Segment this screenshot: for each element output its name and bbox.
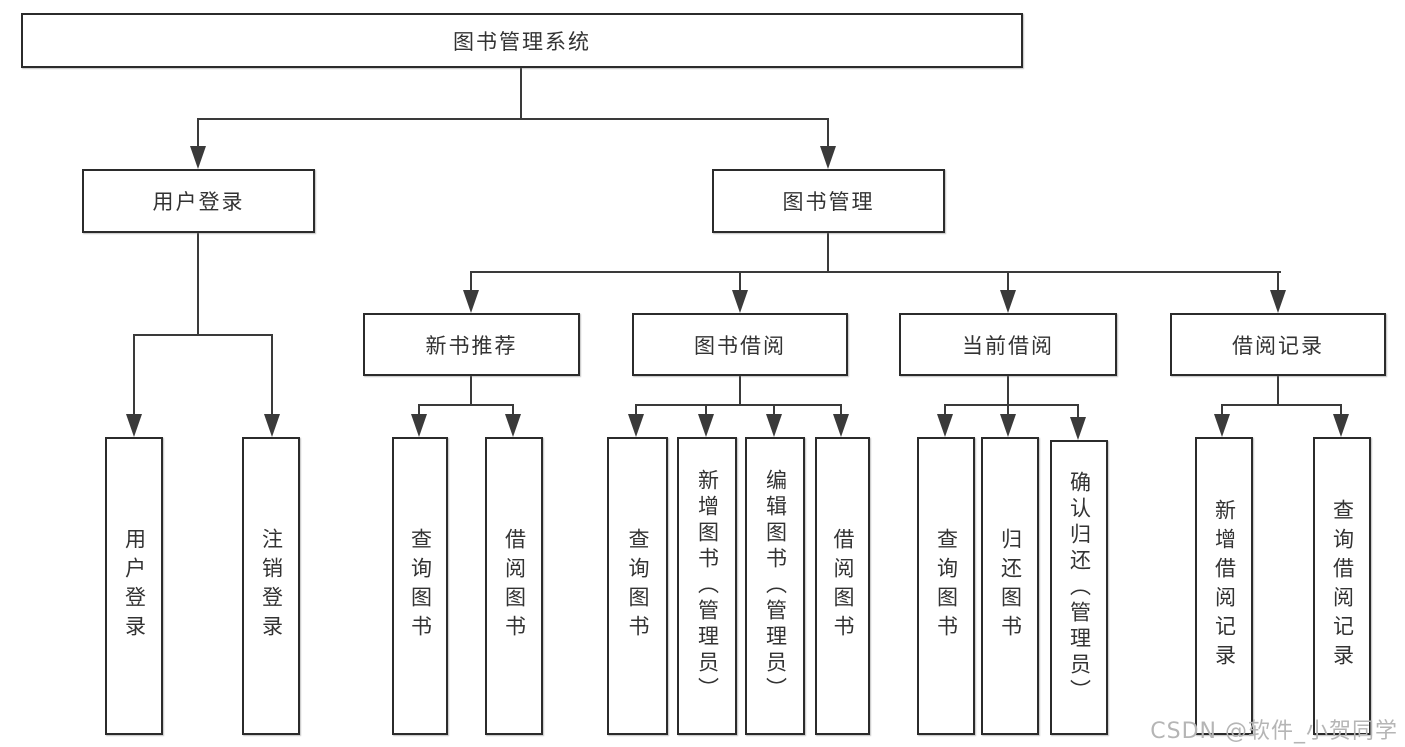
connector-root-stem [520, 68, 522, 119]
leaf-query-books-current: 查询图书 [917, 437, 975, 735]
arrow-down-icon [698, 414, 714, 437]
node-label: 图书管理系统 [453, 29, 591, 54]
connector-stem [197, 118, 199, 148]
csdn-watermark: CSDN @软件_小贺同学 [1150, 719, 1398, 744]
connector-level2-rail [197, 118, 829, 120]
node-label: 新增图书（管理员） [695, 469, 720, 703]
leaf-query-borrow-record: 查询借阅记录 [1313, 437, 1371, 735]
arrow-down-icon [628, 414, 644, 437]
connector-group-rail [944, 404, 1079, 406]
node-label: 借阅图书 [831, 528, 855, 644]
node-label: 编辑图书（管理员） [763, 469, 788, 703]
node-label: 查询借阅记录 [1330, 499, 1355, 673]
arrow-down-icon [766, 414, 782, 437]
arrow-down-icon [1270, 290, 1286, 313]
connector-book-mgmt-stem [827, 233, 829, 272]
connector-stem [635, 404, 637, 417]
node-label: 归还图书 [998, 528, 1023, 644]
connector-stem [944, 404, 946, 417]
connector-stem [133, 334, 135, 416]
node-new-book-recommendation: 新书推荐 [363, 313, 580, 376]
node-book-management: 图书管理 [712, 169, 945, 233]
node-label: 查询图书 [408, 528, 433, 644]
node-label: 新书推荐 [425, 333, 518, 358]
arrow-down-icon [732, 290, 748, 313]
connector-user-login-rail [133, 334, 273, 336]
connector-group-stem [1277, 376, 1279, 405]
connector-stem [1221, 404, 1223, 417]
arrow-down-icon [463, 290, 479, 313]
arrow-down-icon [820, 146, 836, 169]
connector-stem [1007, 271, 1009, 292]
arrow-down-icon [1214, 414, 1230, 437]
arrow-down-icon [411, 414, 427, 437]
connector-group-rail [418, 404, 514, 406]
node-label: 查询图书 [934, 528, 959, 644]
node-book-borrowing: 图书借阅 [632, 313, 848, 376]
node-label: 新增借阅记录 [1212, 499, 1237, 673]
node-label: 注销登录 [259, 528, 284, 644]
connector-stem [512, 404, 514, 417]
node-borrowing-records: 借阅记录 [1170, 313, 1386, 376]
leaf-borrow-books-recommend: 借阅图书 [485, 437, 543, 735]
node-label: 查询图书 [626, 528, 650, 644]
arrow-down-icon [937, 414, 953, 437]
node-library-management-system: 图书管理系统 [21, 13, 1023, 68]
connector-stem [1277, 271, 1279, 292]
connector-stem [827, 118, 829, 148]
node-label: 借阅记录 [1232, 333, 1324, 358]
connector-stem [1077, 404, 1079, 419]
arrow-down-icon [833, 414, 849, 437]
leaf-query-books-recommend: 查询图书 [392, 437, 448, 735]
arrow-down-icon [1070, 417, 1086, 440]
connector-group-stem [470, 376, 472, 405]
connector-stem [1340, 404, 1342, 417]
connector-group-rail [1221, 404, 1342, 406]
node-current-borrowing: 当前借阅 [899, 313, 1117, 376]
connector-group-rail [635, 404, 842, 406]
node-label: 借阅图书 [502, 528, 527, 644]
connector-stem [705, 404, 707, 417]
leaf-borrow-books-borrowing: 借阅图书 [815, 437, 870, 735]
leaf-confirm-return-admin: 确认归还（管理员） [1050, 440, 1108, 735]
node-label: 图书管理 [782, 190, 875, 214]
connector-level3-rail [470, 271, 1281, 273]
connector-stem [271, 334, 273, 416]
connector-stem [1007, 404, 1009, 417]
connector-stem [773, 404, 775, 417]
connector-stem [470, 271, 472, 292]
arrow-down-icon [126, 414, 142, 437]
connector-stem [840, 404, 842, 417]
node-label: 用户登录 [122, 528, 147, 644]
leaf-logout: 注销登录 [242, 437, 300, 735]
arrow-down-icon [505, 414, 521, 437]
arrow-down-icon [1000, 414, 1016, 437]
node-label: 确认归还（管理员） [1067, 470, 1092, 705]
leaf-edit-book-admin: 编辑图书（管理员） [745, 437, 805, 735]
arrow-down-icon [264, 414, 280, 437]
arrow-down-icon [1000, 290, 1016, 313]
leaf-add-borrow-record: 新增借阅记录 [1195, 437, 1253, 735]
leaf-add-book-admin: 新增图书（管理员） [677, 437, 737, 735]
arrow-down-icon [190, 146, 206, 169]
connector-group-stem [739, 376, 741, 405]
node-label: 图书借阅 [694, 333, 786, 358]
connector-group-stem [1007, 376, 1009, 405]
leaf-user-login: 用户登录 [105, 437, 163, 735]
connector-stem [418, 404, 420, 417]
node-label: 当前借阅 [962, 333, 1054, 358]
connector-stem [739, 271, 741, 292]
leaf-return-book: 归还图书 [981, 437, 1039, 735]
arrow-down-icon [1333, 414, 1349, 437]
node-user-login: 用户登录 [82, 169, 315, 233]
node-label: 用户登录 [152, 190, 245, 214]
connector-user-login-stem [197, 233, 199, 335]
leaf-query-books-borrowing: 查询图书 [607, 437, 668, 735]
